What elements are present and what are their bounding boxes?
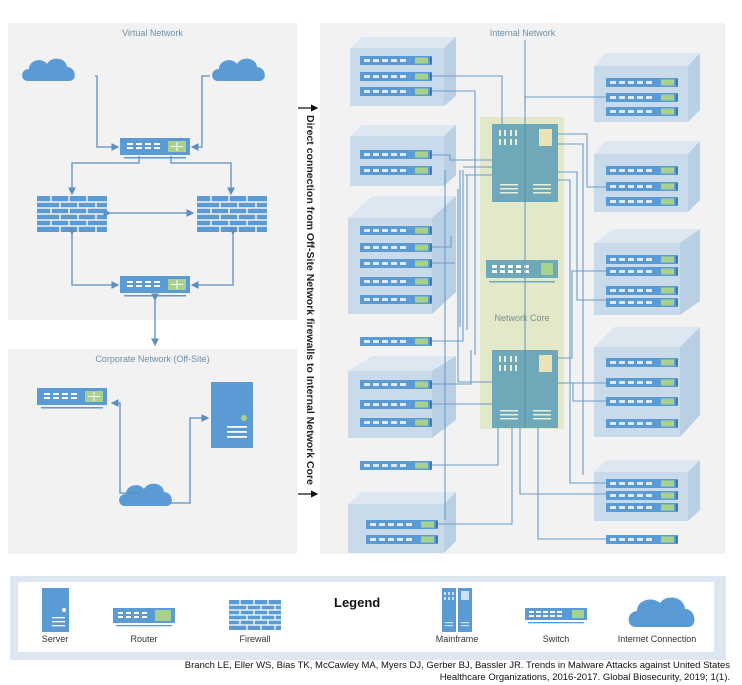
rack-right-4	[594, 327, 700, 437]
server-icon-corp	[211, 382, 253, 448]
switch-icon-core	[486, 260, 558, 283]
mainframe-icon-core-bottom	[491, 349, 559, 429]
cloud-icon-vn-right	[212, 58, 265, 81]
legend-label-router: Router	[130, 634, 158, 644]
switch-unit-left-standalone-2	[360, 461, 432, 470]
rack-left-1	[350, 37, 456, 106]
firewall-icon-vn-left	[36, 195, 108, 233]
corp-connections	[110, 399, 210, 504]
citation-line-1: Branch LE, Eller WS, Bias TK, McCawley M…	[184, 660, 730, 671]
cloud-icon-vn-left	[22, 58, 75, 81]
rack-right-5	[594, 460, 700, 521]
router-icon-corp	[36, 387, 108, 409]
rack-right-1	[594, 53, 700, 122]
rack-right-2	[594, 141, 700, 212]
rack-left-5	[348, 492, 456, 553]
virtual-network-title: Virtual Network	[122, 28, 183, 38]
cloud-icon-corp	[119, 483, 172, 506]
internal-connections	[432, 40, 606, 540]
rack-left-4	[348, 356, 456, 438]
legend-label-server: Server	[41, 634, 69, 644]
legend-label-firewall: Firewall	[239, 634, 271, 644]
vn-connections	[68, 75, 237, 347]
router-icon-vn-top	[119, 137, 191, 159]
network-core-title: Network Core	[494, 313, 550, 323]
legend-title: Legend	[334, 595, 381, 610]
corporate-network-title: Corporate Network (Off-Site)	[95, 354, 210, 364]
rack-right-3	[594, 229, 700, 315]
citation-line-2: Healthcare Organizations, 2016-2017. Glo…	[439, 672, 730, 683]
legend-label-switch: Switch	[542, 634, 570, 644]
legend-label-mainframe: Mainframe	[435, 634, 479, 644]
switch-unit-left-standalone-1	[360, 337, 432, 346]
router-icon-vn-bottom	[119, 275, 191, 297]
switch-unit-right-standalone	[606, 535, 678, 544]
internal-network-title: Internal Network	[489, 28, 556, 38]
citation: Branch LE, Eller WS, Bias TK, McCawley M…	[185, 660, 730, 684]
mainframe-icon-core-top	[491, 123, 559, 203]
legend-label-internet: Internet Connection	[617, 634, 697, 644]
firewall-icon-vn-right	[196, 195, 268, 233]
rack-left-3	[348, 196, 456, 314]
